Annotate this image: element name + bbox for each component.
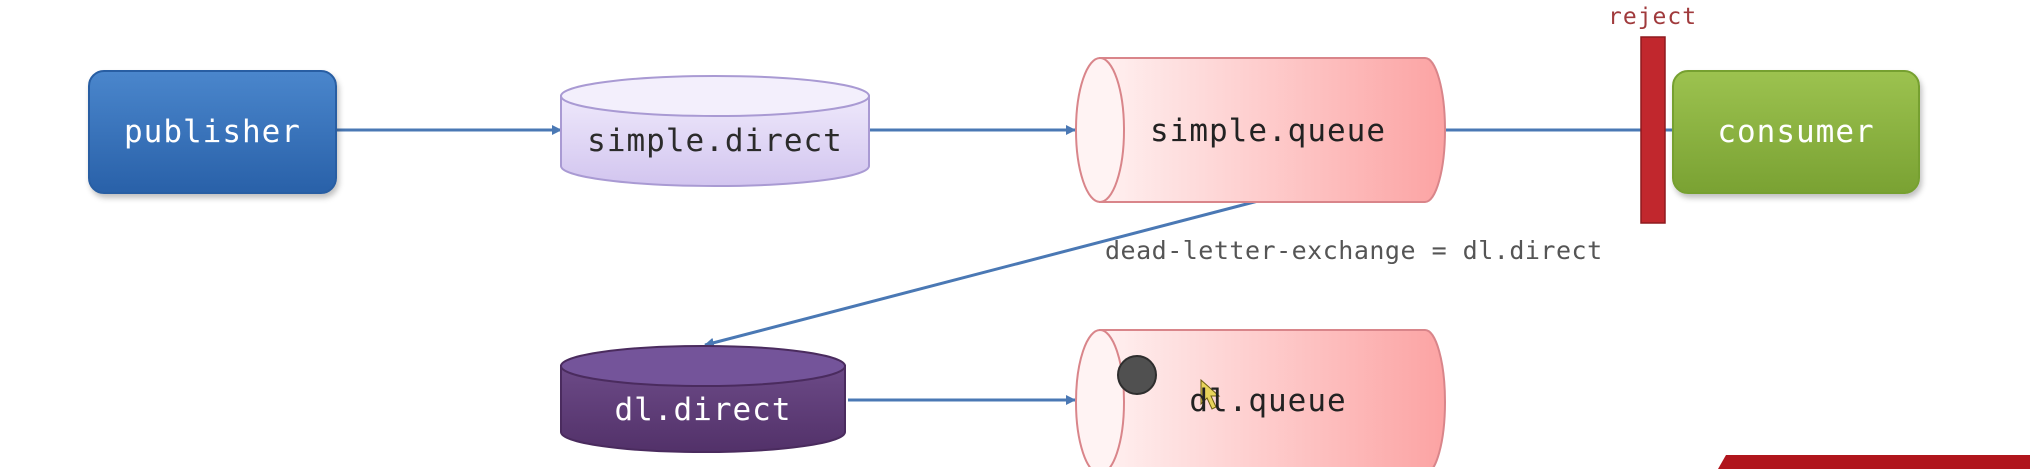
consumer-label: consumer [1717, 114, 1875, 150]
reject-label: reject [1608, 4, 1698, 30]
simple-queue-label: simple.queue [1150, 113, 1386, 149]
dl-queue-cylinder [1075, 329, 1446, 467]
simple-direct-exchange [560, 75, 870, 187]
mouse-cursor-icon [1200, 378, 1221, 410]
consumer-node: consumer [1672, 70, 1920, 194]
corner-banner [1718, 455, 2030, 469]
publisher-node: publisher [88, 70, 337, 194]
arrow-simple-queue-to-dl-direct [704, 199, 1259, 348]
message-dot [1117, 355, 1157, 395]
dl-direct-exchange [560, 345, 846, 453]
simple-queue-cylinder [1075, 57, 1446, 203]
publisher-label: publisher [124, 114, 301, 150]
dl-queue-label: dl.queue [1189, 383, 1347, 419]
simple-direct-label: simple.direct [587, 123, 843, 159]
dl-direct-label: dl.direct [614, 392, 792, 428]
dead-letter-annotation: dead-letter-exchange = dl.direct [1105, 236, 1603, 265]
reject-bar [1640, 36, 1666, 224]
